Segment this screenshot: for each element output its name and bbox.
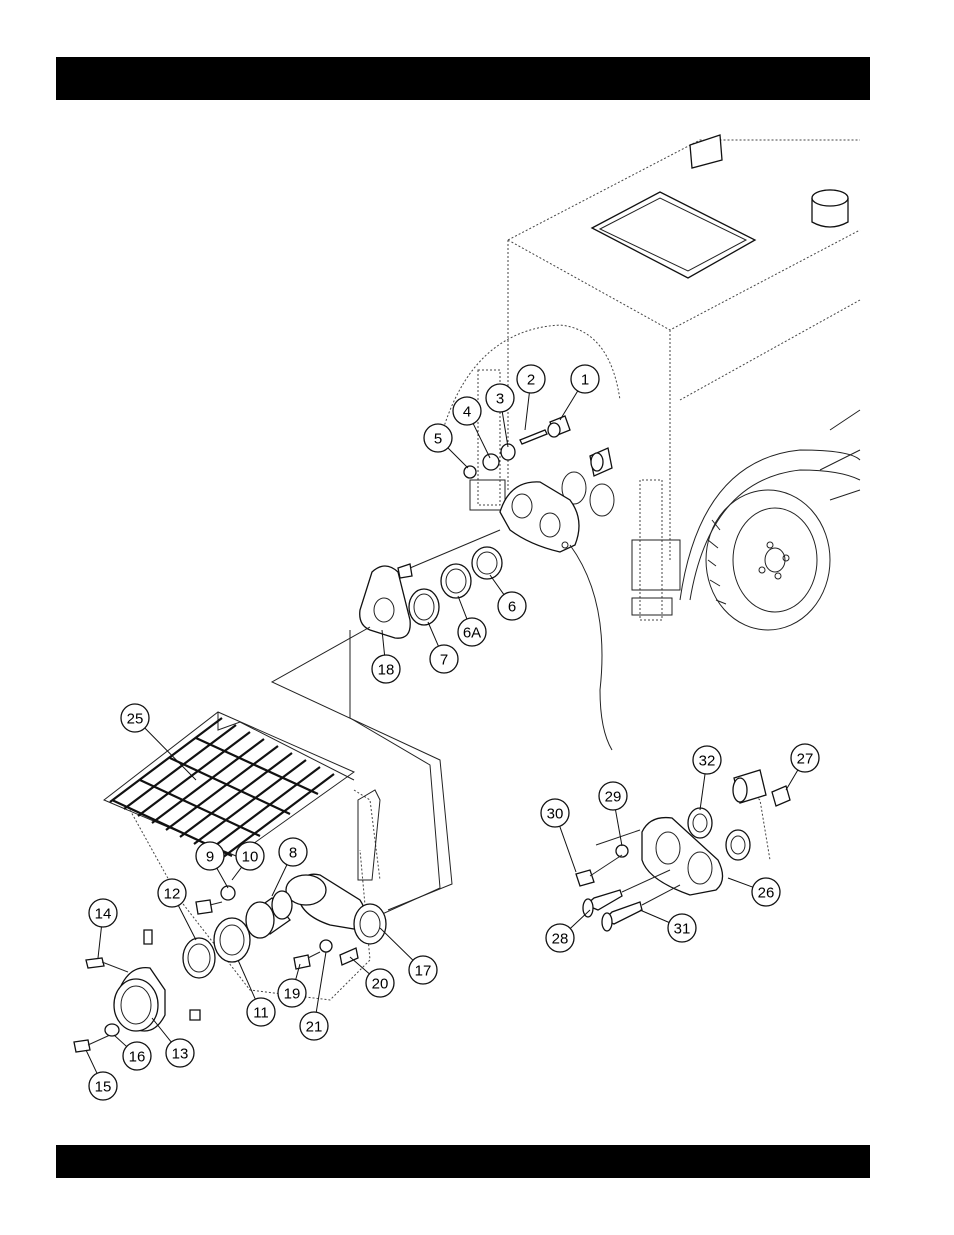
callout-4: 4 xyxy=(453,397,490,458)
callout-30: 30 xyxy=(541,799,576,872)
callout-label: 27 xyxy=(797,751,814,768)
callout-label: 9 xyxy=(206,849,214,866)
callout-6: 6 xyxy=(490,575,526,620)
callout-16: 16 xyxy=(114,1035,151,1070)
callout-leader xyxy=(560,391,578,420)
callout-20: 20 xyxy=(350,957,394,997)
callout-label: 17 xyxy=(415,963,432,980)
callout-27: 27 xyxy=(786,744,819,790)
callout-label: 20 xyxy=(372,976,389,993)
elbow-17 xyxy=(286,874,386,944)
callout-leader xyxy=(178,905,196,940)
callout-label: 5 xyxy=(434,431,442,448)
callout-label: 2 xyxy=(527,372,535,389)
callout-leader xyxy=(700,774,705,810)
callout-label: 25 xyxy=(127,711,144,728)
callout-label: 26 xyxy=(758,885,775,902)
callout-leader xyxy=(380,928,413,960)
gasket-32a xyxy=(688,808,712,838)
callout-9: 9 xyxy=(196,842,228,888)
callout-label: 11 xyxy=(253,1005,269,1022)
callout-label: 14 xyxy=(95,906,112,923)
callout-25: 25 xyxy=(121,704,196,780)
callout-31: 31 xyxy=(640,910,696,942)
callout-leader xyxy=(490,575,504,595)
callout-leader xyxy=(217,868,228,888)
callout-label: 18 xyxy=(378,662,395,679)
callout-label: 19 xyxy=(284,986,301,1003)
callout-leader xyxy=(458,596,467,619)
callout-label: 30 xyxy=(547,806,564,823)
bolt-30 xyxy=(576,870,594,886)
callout-leader xyxy=(232,867,242,880)
callout-leader xyxy=(525,393,529,430)
callout-leader xyxy=(786,770,798,790)
callout-13: 13 xyxy=(152,1018,194,1067)
callout-label: 1 xyxy=(581,372,589,389)
callout-label: 13 xyxy=(172,1046,189,1063)
callout-leader xyxy=(114,1035,127,1047)
fittings-1-5 xyxy=(464,416,570,478)
callout-26: 26 xyxy=(728,878,780,906)
housing-13 xyxy=(114,968,165,1031)
fuel-cap xyxy=(812,190,848,227)
callout-15: 15 xyxy=(86,1050,117,1100)
callout-label: 29 xyxy=(605,789,622,806)
callout-leader xyxy=(145,728,196,780)
callout-label: 6 xyxy=(508,599,516,616)
callout-2: 2 xyxy=(517,365,545,430)
callout-32: 32 xyxy=(693,746,721,810)
callout-leader xyxy=(570,910,590,928)
coupling-8 xyxy=(246,891,292,938)
callout-leader xyxy=(350,957,369,974)
callout-12: 12 xyxy=(158,879,196,940)
callout-label: 3 xyxy=(496,391,504,408)
callout-19: 19 xyxy=(278,964,306,1007)
callout-leader xyxy=(615,810,622,846)
callout-6a: 6A xyxy=(458,596,486,646)
mount-plate xyxy=(500,482,579,552)
callout-label: 10 xyxy=(242,849,259,866)
hopper-grate xyxy=(104,712,354,858)
callout-leader xyxy=(316,952,326,1012)
callout-28: 28 xyxy=(546,910,590,952)
callout-leader xyxy=(448,448,468,468)
machine-body xyxy=(440,135,860,630)
callout-leader xyxy=(560,826,576,872)
callout-1: 1 xyxy=(560,365,599,420)
top-device xyxy=(690,135,722,168)
callout-14: 14 xyxy=(89,899,117,958)
nut-27 xyxy=(772,786,790,806)
callout-leader xyxy=(473,424,490,458)
callout-leader xyxy=(98,927,101,958)
callout-label: 31 xyxy=(674,921,691,938)
flange-18 xyxy=(360,564,412,638)
callout-leader xyxy=(238,960,255,999)
callout-label: 4 xyxy=(463,404,471,421)
callout-7: 7 xyxy=(428,622,458,673)
callout-5: 5 xyxy=(424,424,468,468)
callout-leader xyxy=(86,1050,97,1073)
callout-leader xyxy=(428,622,438,646)
callout-label: 32 xyxy=(699,753,716,770)
callout-leader xyxy=(728,878,753,887)
callout-label: 16 xyxy=(129,1049,146,1066)
callout-label: 21 xyxy=(306,1019,323,1036)
callout-11: 11 xyxy=(238,960,275,1026)
callout-label: 15 xyxy=(95,1079,112,1096)
hose-line xyxy=(570,545,612,750)
callout-leader xyxy=(502,412,508,447)
gasket-32b xyxy=(726,830,750,860)
callout-label: 8 xyxy=(289,845,297,862)
callout-label: 28 xyxy=(552,931,569,948)
callout-label: 7 xyxy=(440,652,448,669)
callout-label: 12 xyxy=(164,886,181,903)
callout-29: 29 xyxy=(599,782,627,846)
callout-label: 6A xyxy=(463,625,481,642)
callout-leader xyxy=(640,910,669,922)
